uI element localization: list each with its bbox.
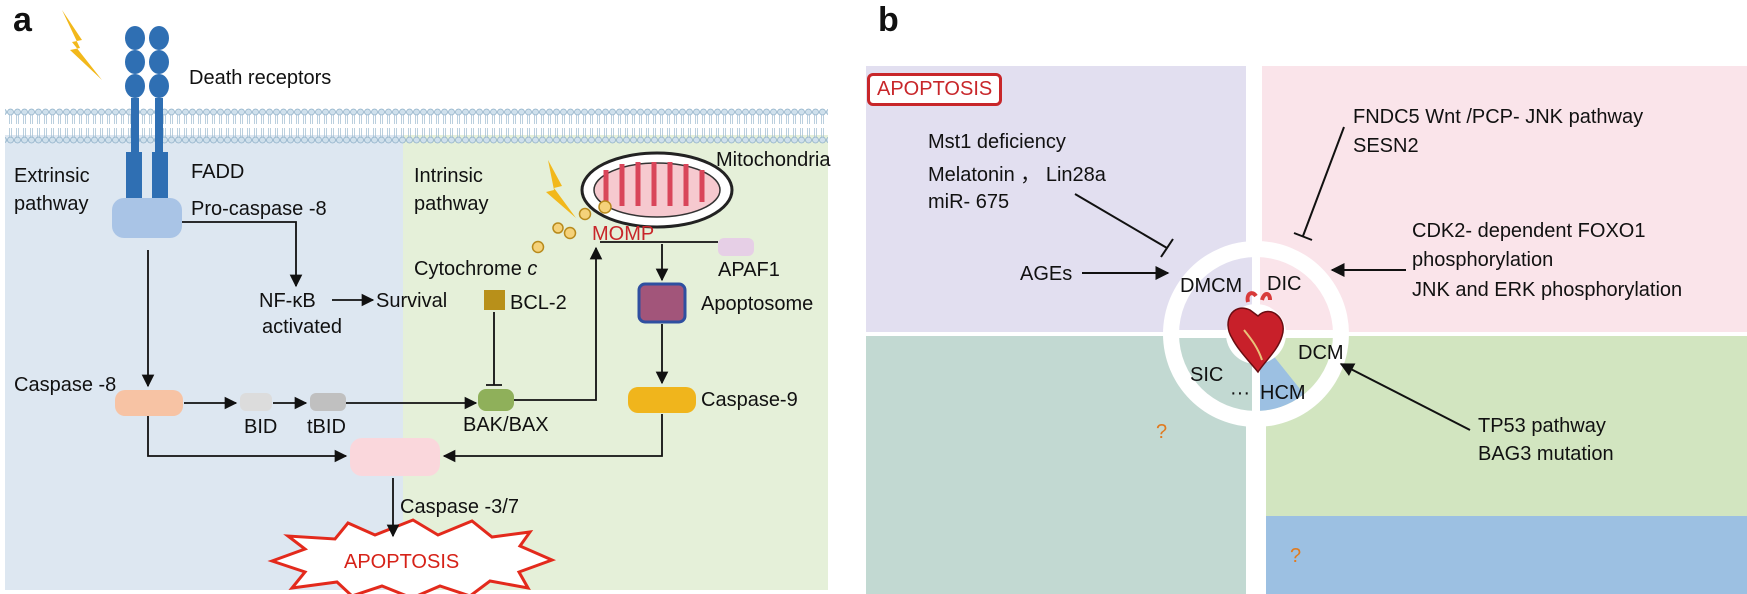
- apoptosome-label: Apoptosome: [701, 293, 814, 315]
- dmcm-label: DMCM: [1180, 275, 1243, 297]
- dcm-label: DCM: [1298, 342, 1344, 364]
- bcl2-icon: [484, 290, 505, 310]
- procaspase8-label: Pro-caspase -8: [191, 198, 327, 220]
- caspase9-label: Caspase-9: [701, 389, 798, 411]
- apoptosis-burst: [267, 518, 557, 594]
- dic-label: DIC: [1267, 273, 1302, 295]
- inhibit-bcl2-bakbax: [486, 312, 502, 386]
- tbid-label: tBID: [307, 416, 346, 438]
- panel-b-letter: b: [878, 1, 899, 39]
- bakbax-icon: [478, 389, 514, 411]
- fndc5-label: FNDC5 Wnt /PCP- JNK pathway: [1353, 106, 1644, 128]
- cytochrome-c-dots: [531, 200, 612, 254]
- momp-label: MOMP: [592, 223, 655, 245]
- mir675-label: miR- 675: [928, 191, 1010, 213]
- extrinsic-label-line2: pathway: [14, 193, 89, 215]
- apoptosome-icon: [637, 282, 687, 324]
- bid-label: BID: [244, 416, 278, 438]
- apoptosis-box: APOPTOSIS: [867, 73, 1003, 106]
- cytochrome-text: Cytochrome: [414, 258, 528, 280]
- caspase37-icon: [350, 438, 440, 476]
- bid-icon: [240, 393, 272, 411]
- mitochondria-label: Mitochondria: [716, 149, 831, 171]
- heart-icon: [1227, 291, 1284, 374]
- extrinsic-label-line1: Extrinsic: [14, 165, 90, 187]
- hcm-label: HCM: [1260, 382, 1306, 404]
- cytochrome-c-label: Cytochrome c: [414, 257, 537, 281]
- arrow-fadd-to-nfkb: [182, 221, 303, 288]
- caspase8-icon: [115, 390, 183, 416]
- death-receptors-label: Death receptors: [189, 67, 332, 89]
- nfkb-label: NF-κB: [259, 290, 316, 312]
- arrow-caspase9-to-caspase37: [442, 414, 663, 463]
- ellipsis-label: ···: [1230, 382, 1250, 404]
- apaf1-label: APAF1: [718, 259, 780, 281]
- apaf1-icon: [718, 238, 754, 256]
- arrow-tp53-dcm: [1339, 363, 1471, 431]
- extrinsic-region: [5, 135, 403, 590]
- caspase9-icon: [628, 387, 696, 413]
- unknown-mark-right: ?: [1290, 545, 1302, 567]
- inhibit-topleft-dmcm: [1074, 193, 1174, 258]
- unknown-mark-left: ?: [1156, 421, 1168, 443]
- tbid-icon: [310, 393, 346, 411]
- death-receptor-icon: [125, 26, 169, 202]
- cdk2-label: CDK2- dependent FOXO1: [1412, 220, 1646, 242]
- intrinsic-label-line1: Intrinsic: [414, 165, 483, 187]
- momp-lightning-icon: [546, 160, 576, 218]
- bcl2-label: BCL-2: [510, 292, 567, 314]
- quadrant-bottom-right-blue: [1266, 516, 1747, 594]
- sesn2-label: SESN2: [1353, 135, 1419, 157]
- apoptosis-label: APOPTOSIS: [344, 551, 460, 573]
- caspase37-label: Caspase -3/7: [400, 496, 519, 518]
- sic-label: SIC: [1190, 364, 1224, 386]
- bakbax-label: BAK/BAX: [463, 414, 549, 436]
- survival-label: Survival: [376, 290, 448, 312]
- inhibit-topright-dic: [1293, 126, 1345, 241]
- cell-membrane: [5, 108, 828, 144]
- quadrant-top-right: [1259, 66, 1747, 332]
- arrow-caspase8-to-caspase37: [147, 416, 348, 463]
- melatonin-label: Melatonin ， Lin28a: [928, 164, 1106, 186]
- fadd-label: FADD: [191, 161, 245, 183]
- fadd-complex-icon: [112, 198, 182, 238]
- ages-label: AGEs: [1020, 263, 1073, 285]
- mst1-label: Mst1 deficiency: [928, 131, 1066, 153]
- cytochrome-c-italic: c: [527, 258, 538, 280]
- bag3-label: BAG3 mutation: [1478, 443, 1614, 465]
- activated-label: activated: [262, 316, 343, 338]
- mitochondria-icon: [580, 151, 734, 229]
- lightning-icon: [62, 10, 102, 80]
- jnk-erk-label: JNK and ERK phosphorylation: [1412, 279, 1683, 301]
- tp53-label: TP53 pathway: [1478, 415, 1606, 437]
- intrinsic-label-line2: pathway: [414, 193, 489, 215]
- phosphorylation-label: phosphorylation: [1412, 249, 1554, 271]
- caspase8-label: Caspase -8: [14, 374, 117, 396]
- panel-a-letter: a: [13, 1, 32, 39]
- arrow-bakbax-to-momp: [514, 246, 603, 401]
